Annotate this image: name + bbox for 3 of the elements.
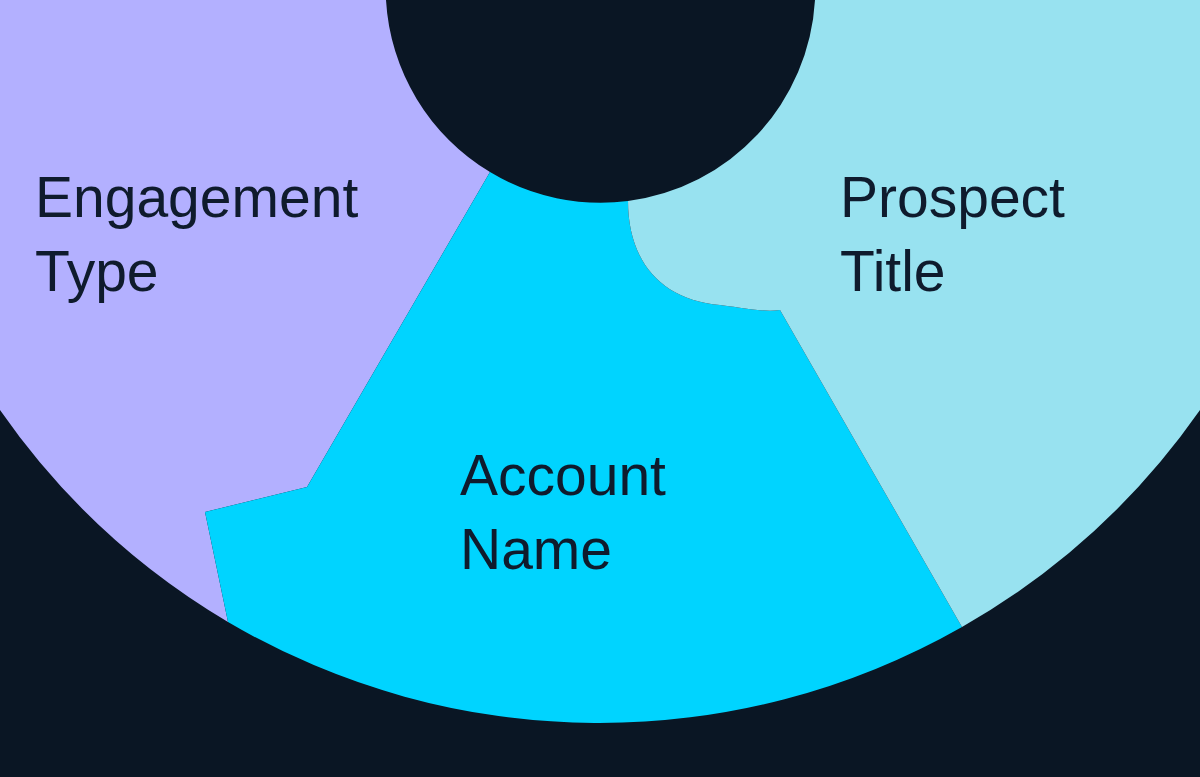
segment-label: Engagement Type [35,164,360,306]
segment-label: Account Name [460,442,667,584]
segment-label: Prospect Title [840,164,1066,306]
